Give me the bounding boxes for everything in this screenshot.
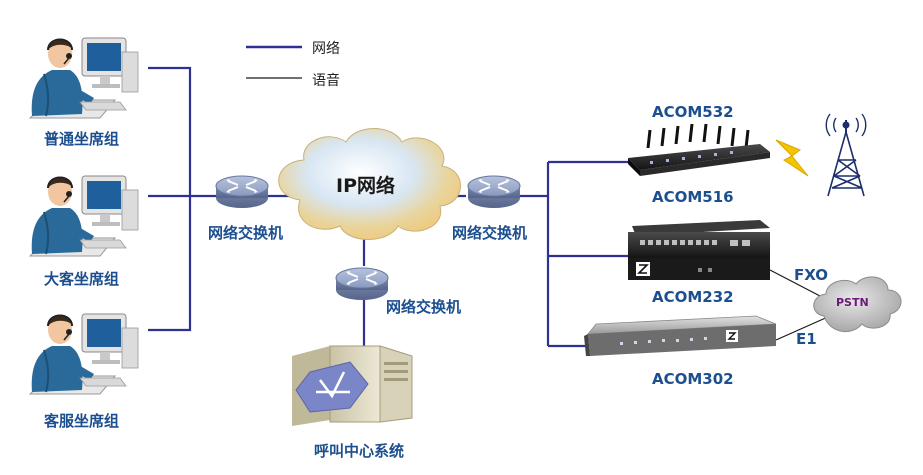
agent-icon-2 (29, 175, 139, 257)
right-switch-label: 网络交换机 (452, 224, 528, 242)
pstn-label: PSTN (836, 296, 869, 309)
acom532-label: ACOM532 (652, 103, 734, 121)
ip-cloud-label: IP网络 (336, 175, 395, 197)
ip-cloud (278, 128, 461, 240)
pstn-cloud (813, 276, 902, 332)
bottom-switch-icon (335, 267, 389, 301)
cell-tower-icon (825, 113, 867, 197)
agent-icon-1 (29, 37, 139, 119)
bottom-switch-label: 网络交换机 (386, 298, 462, 316)
left-switch-label: 网络交换机 (208, 224, 284, 242)
acom232-label: ACOM232 (652, 288, 734, 306)
legend-voice-label: 语音 (312, 73, 340, 89)
lightning-icon (775, 139, 809, 177)
e1-label: E1 (796, 330, 817, 348)
left-switch-icon (215, 175, 269, 209)
acom302-device-icon (584, 315, 777, 356)
fxo-label: FXO (794, 266, 829, 284)
acom302-label: ACOM302 (652, 370, 734, 388)
acom516-label: ACOM516 (652, 188, 734, 206)
call-center-label: 呼叫中心系统 (314, 442, 405, 460)
agent-group-3-label: 客服坐席组 (44, 412, 120, 430)
legend-network-label: 网络 (312, 41, 340, 57)
e1-line (775, 315, 831, 341)
acom532-device-icon (628, 123, 770, 176)
agent-icon-3 (29, 313, 139, 395)
agent-group-2-label: 大客坐席组 (44, 270, 120, 288)
agent-group-1-label: 普通坐席组 (44, 130, 120, 148)
acom232-device-icon (628, 220, 770, 280)
fxo-line (769, 269, 821, 297)
call-center-server-icon (292, 345, 413, 426)
voice-lines (769, 269, 831, 341)
agent1-link (148, 66, 192, 332)
legend (246, 45, 302, 79)
right-switch-icon (467, 175, 521, 209)
